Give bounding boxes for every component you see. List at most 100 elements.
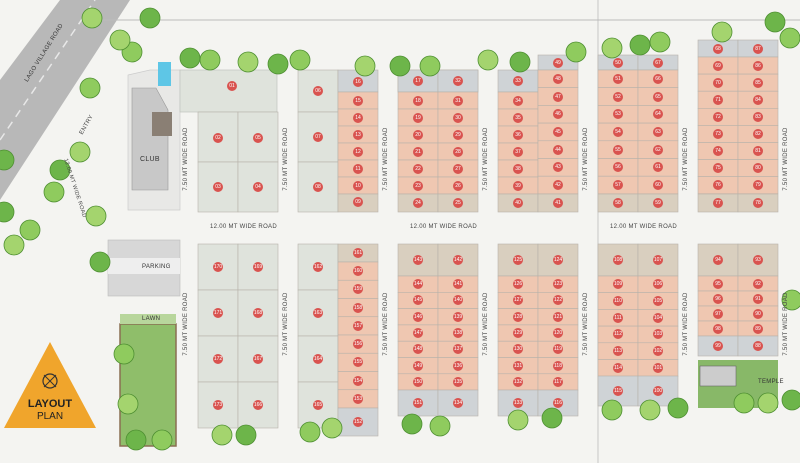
plot-11-label[interactable]: 11: [353, 163, 363, 174]
plot-15-label[interactable]: 15: [353, 95, 363, 106]
plot-147-label[interactable]: 147: [413, 328, 423, 339]
plot-30-label[interactable]: 30: [453, 112, 463, 123]
plot-31-label[interactable]: 31: [453, 95, 463, 106]
plot-87-label[interactable]: 87: [753, 43, 763, 54]
plot-141-label[interactable]: 141: [453, 279, 463, 290]
plot-110-label[interactable]: 110: [613, 296, 623, 307]
plot-93-label[interactable]: 93: [753, 255, 763, 265]
plot-05-label[interactable]: 05: [253, 133, 263, 143]
plot-138-label[interactable]: 138: [453, 328, 463, 339]
plot-160-label[interactable]: 160: [353, 266, 363, 277]
plot-58-label[interactable]: 58: [613, 198, 623, 208]
plot-143-label[interactable]: 143: [413, 255, 423, 265]
plot-14-label[interactable]: 14: [353, 112, 363, 123]
plot-68-label[interactable]: 68: [713, 43, 723, 54]
plot-154-label[interactable]: 154: [353, 375, 363, 386]
plot-125-label[interactable]: 125: [513, 255, 523, 265]
plot-98-label[interactable]: 98: [713, 323, 723, 334]
plot-28-label[interactable]: 28: [453, 146, 463, 157]
plot-34-label[interactable]: 34: [513, 95, 523, 106]
plot-48-label[interactable]: 48: [553, 73, 563, 84]
plot-26-label[interactable]: 26: [453, 180, 463, 191]
plot-132-label[interactable]: 132: [513, 376, 523, 387]
plot-144-label[interactable]: 144: [413, 279, 423, 290]
plot-103-label[interactable]: 103: [653, 329, 663, 340]
plot-89-label[interactable]: 89: [753, 323, 763, 334]
plot-114-label[interactable]: 114: [613, 362, 623, 373]
plot-44-label[interactable]: 44: [553, 144, 563, 155]
plot-91-label[interactable]: 91: [753, 293, 763, 304]
plot-169-label[interactable]: 169: [253, 262, 263, 272]
plot-156-label[interactable]: 156: [353, 339, 363, 350]
plot-66-label[interactable]: 66: [653, 73, 663, 84]
plot-38-label[interactable]: 38: [513, 163, 523, 174]
plot-32-label[interactable]: 32: [453, 76, 463, 86]
plot-161-label[interactable]: 161: [353, 248, 363, 258]
plot-104-label[interactable]: 104: [653, 312, 663, 323]
plot-123-label[interactable]: 123: [553, 279, 563, 290]
plot-131-label[interactable]: 131: [513, 360, 523, 371]
plot-170-label[interactable]: 170: [213, 262, 223, 272]
plot-129-label[interactable]: 129: [513, 328, 523, 339]
plot-163-label[interactable]: 163: [313, 308, 323, 318]
plot-139-label[interactable]: 139: [453, 311, 463, 322]
plot-57-label[interactable]: 57: [613, 180, 623, 191]
plot-23-label[interactable]: 23: [413, 180, 423, 191]
plot-64-label[interactable]: 64: [653, 109, 663, 120]
plot-22-label[interactable]: 22: [413, 163, 423, 174]
plot-06-label[interactable]: 06: [313, 86, 323, 96]
plot-88-label[interactable]: 88: [753, 341, 763, 351]
plot-69-label[interactable]: 69: [713, 60, 723, 71]
plot-43-label[interactable]: 43: [553, 162, 563, 173]
plot-137-label[interactable]: 137: [453, 344, 463, 355]
plot-140-label[interactable]: 140: [453, 295, 463, 306]
plot-35-label[interactable]: 35: [513, 112, 523, 123]
plot-152-label[interactable]: 152: [353, 417, 363, 427]
plot-134-label[interactable]: 134: [453, 398, 463, 408]
plot-149-label[interactable]: 149: [413, 360, 423, 371]
plot-27-label[interactable]: 27: [453, 163, 463, 174]
plot-130-label[interactable]: 130: [513, 344, 523, 355]
plot-111-label[interactable]: 111: [613, 312, 623, 323]
plot-116-label[interactable]: 116: [553, 398, 563, 408]
plot-107-label[interactable]: 107: [653, 255, 663, 265]
plot-36-label[interactable]: 36: [513, 129, 523, 140]
plot-03-label[interactable]: 03: [213, 182, 223, 192]
plot-02-label[interactable]: 02: [213, 133, 223, 143]
plot-37-label[interactable]: 37: [513, 146, 523, 157]
plot-52-label[interactable]: 52: [613, 91, 623, 102]
plot-172-label[interactable]: 172: [213, 354, 223, 364]
plot-39-label[interactable]: 39: [513, 180, 523, 191]
plot-51-label[interactable]: 51: [613, 73, 623, 84]
plot-148-label[interactable]: 148: [413, 344, 423, 355]
plot-70-label[interactable]: 70: [713, 77, 723, 88]
plot-158-label[interactable]: 158: [353, 302, 363, 313]
plot-165-label[interactable]: 165: [313, 400, 323, 410]
plot-168-label[interactable]: 168: [253, 308, 263, 318]
plot-118-label[interactable]: 118: [553, 360, 563, 371]
plot-25-label[interactable]: 25: [453, 198, 463, 208]
plot-16-label[interactable]: 16: [353, 77, 363, 87]
plot-106-label[interactable]: 106: [653, 279, 663, 290]
plot-49-label[interactable]: 49: [553, 57, 563, 68]
plot-13-label[interactable]: 13: [353, 129, 363, 140]
plot-81-label[interactable]: 81: [753, 146, 763, 157]
plot-97-label[interactable]: 97: [713, 308, 723, 319]
plot-55-label[interactable]: 55: [613, 144, 623, 155]
plot-108-label[interactable]: 108: [613, 255, 623, 265]
plot-08-label[interactable]: 08: [313, 182, 323, 192]
plot-171-label[interactable]: 171: [213, 308, 223, 318]
plot-164-label[interactable]: 164: [313, 354, 323, 364]
plot-63-label[interactable]: 63: [653, 126, 663, 137]
plot-127-label[interactable]: 127: [513, 295, 523, 306]
plot-73-label[interactable]: 73: [713, 128, 723, 139]
plot-102-label[interactable]: 102: [653, 346, 663, 357]
plot-80-label[interactable]: 80: [753, 163, 763, 174]
plot-95-label[interactable]: 95: [713, 278, 723, 289]
plot-124-label[interactable]: 124: [553, 255, 563, 265]
plot-54-label[interactable]: 54: [613, 126, 623, 137]
plot-10-label[interactable]: 10: [353, 180, 363, 191]
plot-78-label[interactable]: 78: [753, 198, 763, 208]
plot-126-label[interactable]: 126: [513, 279, 523, 290]
plot-67-label[interactable]: 67: [653, 57, 663, 68]
